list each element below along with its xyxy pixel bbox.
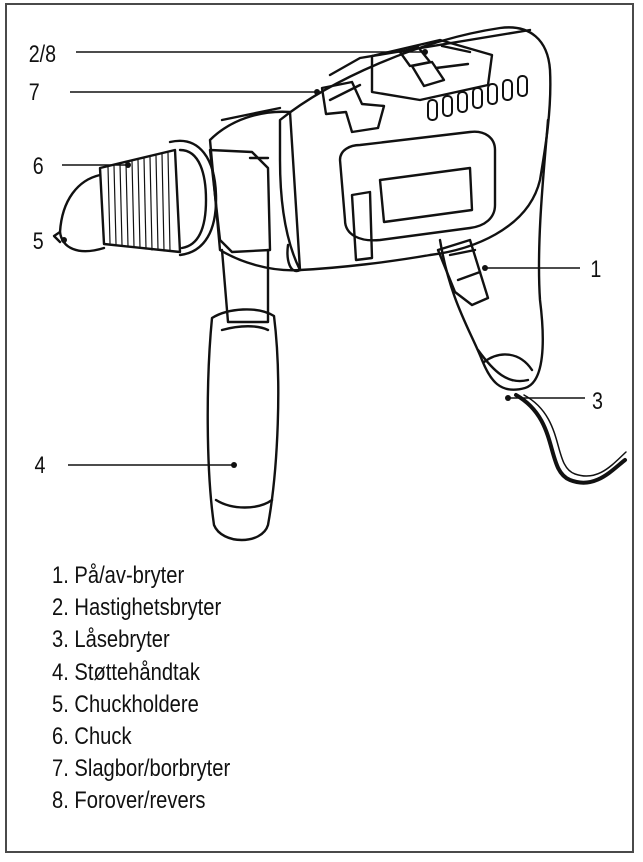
legend-item: 5. Chuckholdere	[52, 689, 230, 721]
legend-item: 2. Hastighetsbryter	[52, 592, 230, 624]
callout-4: 4	[34, 451, 45, 478]
legend-item: 6. Chuck	[52, 721, 230, 753]
callout-3: 3	[592, 387, 603, 414]
callout-2-8: 2/8	[29, 40, 56, 67]
legend-item: 4. Støttehåndtak	[52, 657, 230, 689]
parts-legend: 1. På/av-bryter 2. Hastighetsbryter 3. L…	[52, 560, 264, 818]
legend-item: 3. Låsebryter	[52, 624, 230, 656]
callout-7: 7	[29, 78, 40, 105]
callout-6: 6	[33, 152, 44, 179]
legend-item: 7. Slagbor/borbryter	[52, 753, 230, 785]
legend-item: 1. På/av-bryter	[52, 560, 230, 592]
legend-item: 8. Forover/revers	[52, 785, 230, 817]
callout-5: 5	[33, 227, 44, 254]
callout-1: 1	[590, 255, 601, 282]
